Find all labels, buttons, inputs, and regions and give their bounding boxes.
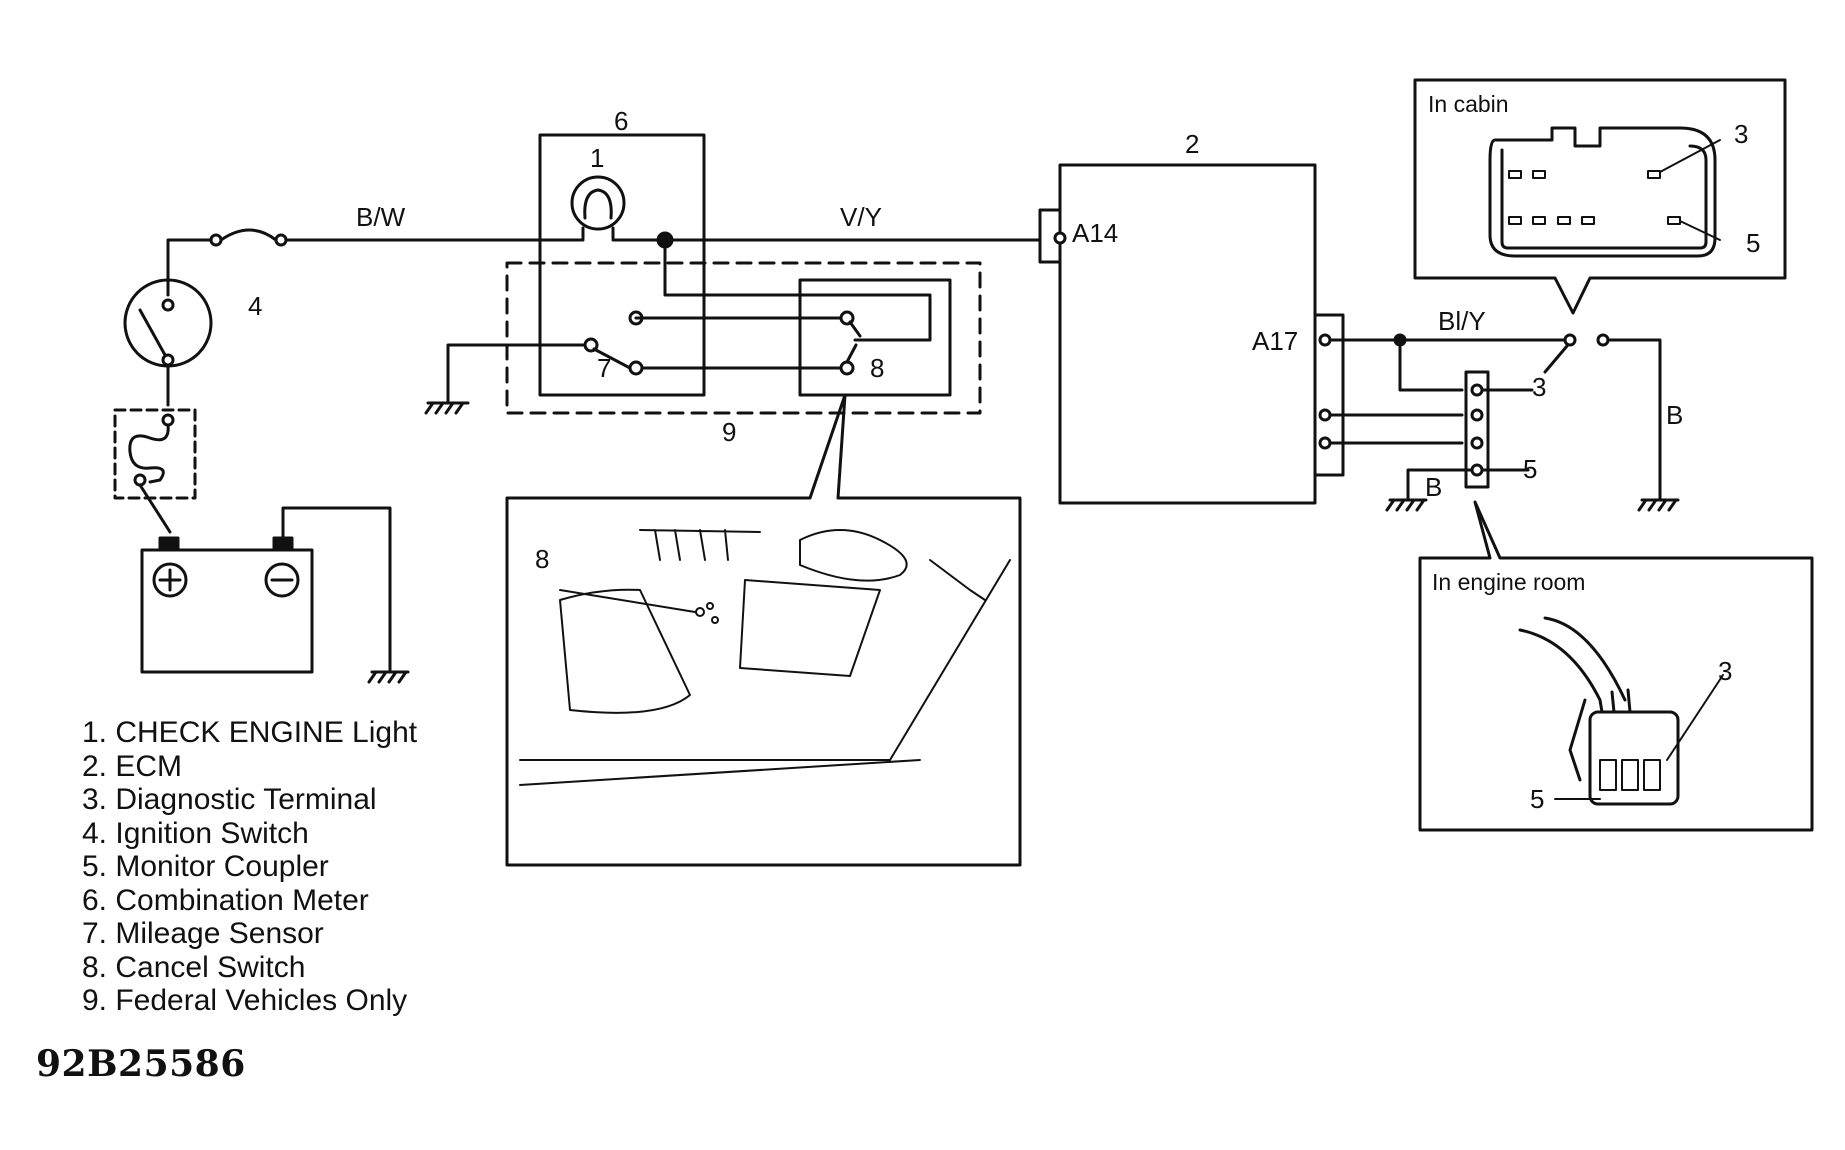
callout-2: 2: [1185, 129, 1199, 159]
inset-label-cabin: In cabin: [1428, 91, 1509, 117]
battery-positive-terminal: [152, 562, 188, 598]
fusible-link-box: [113, 408, 197, 500]
callout-9: 9: [722, 417, 736, 447]
ground-symbol: [1385, 498, 1428, 512]
cabin-connector-pins: [1508, 170, 1681, 225]
cabin-inset-box: [1413, 78, 1787, 315]
callout-3-cabin: 3: [1734, 119, 1748, 149]
legend-item: 3. Diagnostic Terminal: [82, 783, 377, 816]
callout-7: 7: [597, 353, 611, 383]
terminal-label-a14: A14: [1072, 218, 1118, 248]
callout-6: 6: [614, 106, 628, 136]
callout-3-terminal: 3: [1532, 372, 1546, 402]
legend-item: 6. Combination Meter: [82, 883, 369, 917]
battery-negative-terminal: [264, 562, 300, 598]
callout-3-engine: 3: [1718, 656, 1732, 686]
wire-label-b-right: B: [1666, 400, 1683, 430]
legend-item: 4. Ignition Switch: [82, 816, 309, 850]
federal-only-box: [505, 261, 982, 415]
check-engine-bulb: [570, 175, 626, 240]
ground-symbol: [367, 670, 410, 684]
wire-bw: [166, 238, 212, 297]
engine-room-connector: [1518, 616, 1680, 806]
diagnostic-terminal-block: [1464, 370, 1490, 489]
callout-8: 8: [870, 353, 884, 383]
dashboard-sketch: [519, 529, 1011, 786]
legend-item: 9. Federal Vehicles Only: [82, 984, 408, 1017]
legend-item: 2. ECM: [82, 749, 183, 783]
ground-symbol: [1637, 498, 1680, 512]
callout-1: 1: [590, 143, 604, 173]
battery: [140, 548, 314, 674]
location-inset-box: [505, 393, 1022, 867]
cabin-connector-outline: [1488, 126, 1717, 258]
fuse-symbol: [209, 228, 288, 247]
callout-4: 4: [248, 291, 262, 321]
callout-5-engine: 5: [1530, 784, 1544, 814]
wire-label-bly: Bl/Y: [1438, 306, 1486, 336]
callout-5-terminal: 5: [1523, 454, 1537, 484]
wire-label-b-terminal: B: [1425, 472, 1442, 502]
legend-item: 7. Mileage Sensor: [82, 917, 324, 950]
callout-8-location: 8: [535, 544, 549, 574]
ground-symbol: [424, 401, 470, 415]
combination-meter-box: [538, 133, 706, 397]
engine-room-inset-box: [1418, 500, 1814, 832]
wire-label-bw: B/W: [356, 202, 406, 232]
inset-label-engine-room: In engine room: [1432, 569, 1585, 595]
legend-item: 1. CHECK ENGINE Light: [82, 716, 418, 749]
callout-5-cabin: 5: [1746, 228, 1760, 258]
figure-id: 92B25586: [36, 1043, 246, 1085]
wire-label-vy: V/Y: [840, 202, 882, 232]
terminal-label-a17: A17: [1252, 326, 1298, 356]
legend-item: 8. Cancel Switch: [82, 950, 306, 984]
component-legend: 1. CHECK ENGINE Light 2. ECM 3. Diagnost…: [82, 716, 417, 1018]
legend-item: 5. Monitor Coupler: [82, 850, 329, 883]
cancel-switch-box: [798, 278, 952, 397]
ecm-connector-a17: [1313, 313, 1345, 477]
